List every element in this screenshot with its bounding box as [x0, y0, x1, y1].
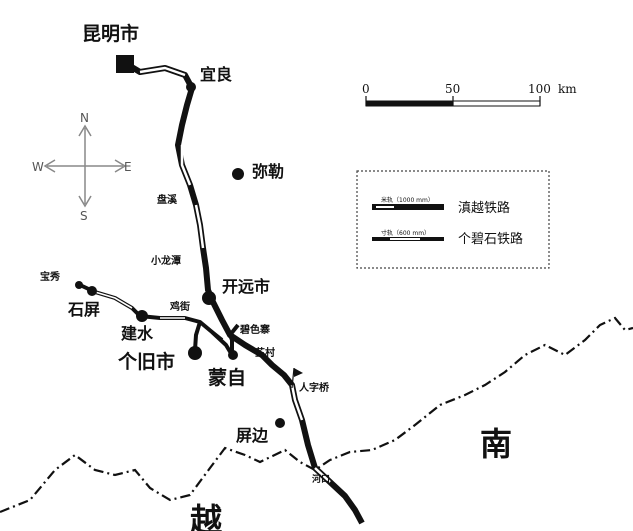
compass-e: E — [124, 160, 132, 174]
station-jijie: 鸡街 — [169, 300, 190, 313]
city-jianshui: 建水 — [121, 324, 154, 343]
renziqiao-flag — [294, 368, 303, 377]
legend-inch-name: 个碧石铁路 — [458, 231, 523, 247]
compass-n: N — [80, 111, 89, 125]
city-gejiu: 个旧市 — [117, 350, 175, 373]
station-xiaolongtan: 小龙潭 — [150, 254, 181, 267]
yiliang-marker — [186, 82, 196, 92]
compass-s: S — [80, 209, 88, 223]
scale-tick-100: 100 — [528, 82, 551, 96]
kunming-marker — [116, 55, 134, 73]
meter-gauge-railway-inner — [139, 66, 331, 483]
gejiu-marker — [188, 346, 202, 360]
legend-inch-inner — [390, 238, 420, 240]
country-nan: 南 — [480, 425, 512, 463]
pingbian-marker — [275, 418, 285, 428]
inch-gauge-railway-inner — [94, 291, 185, 319]
shiping-marker — [87, 286, 97, 296]
legend-inch-sub: 寸轨（600 mm） — [381, 229, 430, 237]
station-bisezhai: 碧色寨 — [239, 323, 270, 336]
legend-meter-inner — [376, 206, 394, 208]
legend-box — [356, 170, 550, 269]
scale-tick-50: 50 — [445, 82, 460, 96]
station-renziqiao: 人字桥 — [299, 381, 330, 394]
city-mile: 弥勒 — [252, 162, 284, 181]
renziqiao-flagpole — [291, 367, 295, 389]
city-pingbian: 屏边 — [236, 426, 269, 445]
city-kunming: 昆明市 — [82, 22, 139, 45]
station-hekou: 河口 — [312, 473, 330, 485]
station-zhicun: 芷村 — [255, 346, 275, 359]
baoxiu-marker — [75, 281, 83, 289]
legend-meter-sub: 米轨（1000 mm） — [381, 196, 434, 204]
station-baoxiu: 宝秀 — [40, 270, 60, 283]
compass-w: W — [32, 160, 44, 174]
mengzi-marker — [228, 350, 238, 360]
legend-meter-name: 滇越铁路 — [458, 200, 510, 216]
kaiyuan-marker — [202, 291, 216, 305]
inch-gauge-railway — [79, 283, 240, 357]
scale-bar — [365, 96, 541, 107]
legend-meter-symbol — [372, 204, 444, 210]
country-yue: 越 — [190, 501, 223, 531]
scale-tick-0: 0 — [362, 82, 370, 96]
mile-marker — [232, 168, 244, 180]
compass — [43, 124, 127, 208]
border-line — [0, 316, 633, 514]
jianshui-marker — [136, 310, 148, 322]
city-mengzi: 蒙自 — [208, 366, 246, 389]
city-shiping: 石屏 — [67, 300, 100, 319]
scale-unit: km — [558, 82, 577, 96]
city-kaiyuan: 开远市 — [222, 277, 270, 296]
station-panxi: 盘溪 — [157, 193, 178, 206]
city-yiliang: 宜良 — [200, 65, 232, 84]
